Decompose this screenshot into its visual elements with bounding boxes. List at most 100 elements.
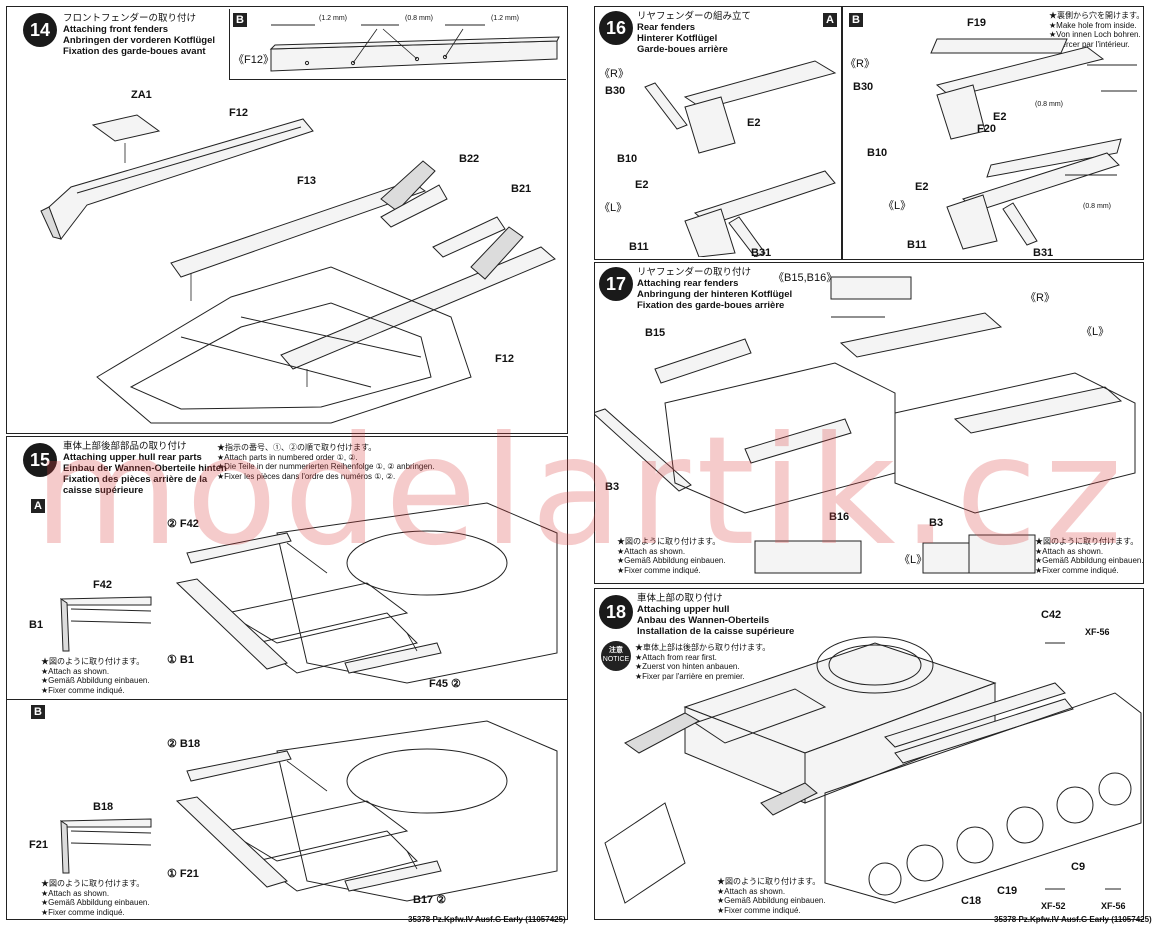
part-f42-top: ② F42: [167, 518, 199, 530]
part-b10: B10: [617, 153, 638, 165]
assembly-b-diagram: [175, 720, 558, 902]
part-b30: B30: [605, 85, 626, 97]
part-f12-top: F12: [229, 107, 248, 119]
hole-size-right: (1.2 mm): [491, 15, 519, 22]
title-en: Attaching upper hull: [637, 604, 730, 615]
subpanel-b-label: B: [233, 13, 247, 27]
front-fender-assembly-diagram: [40, 114, 556, 424]
paint-xf56-bottom: XF-56: [1101, 901, 1126, 911]
part-e2-l: E2: [915, 181, 929, 193]
rear-fender-a-diagram: [644, 60, 837, 257]
drill-note: ★裏側から穴を開けます。 ★Make hole from inside. ★Vo…: [1049, 11, 1144, 49]
subpanel-a-label: A: [823, 13, 837, 27]
part-c18: C18: [961, 895, 982, 907]
label-r: 《R》: [845, 58, 875, 70]
attach-jp: ★図のように取り付けます。: [41, 657, 145, 666]
part-za1: ZA1: [131, 89, 152, 101]
order-fr: ★Fixer les pièces dans l'ordre des numér…: [217, 471, 396, 481]
label-r: 《R》: [1025, 292, 1055, 304]
title-fr: Fixation des pièces arrière de la: [63, 474, 208, 485]
attach-fr: ★Fixer comme indiqué.: [41, 907, 125, 917]
attach-note-b: ★図のように取り付けます。 ★Attach as shown. ★Gemäß A…: [41, 879, 150, 917]
hole-size-l: (0.8 mm): [1083, 203, 1111, 210]
step-title: リヤフェンダーの組み立て Rear fenders Hinterer Kotfl…: [637, 11, 751, 55]
step-17-panel: 17 リヤフェンダーの取り付け Attaching rear fenders A…: [594, 262, 1144, 584]
part-b31: B31: [751, 247, 772, 259]
ref-label: 《B15,B16》: [773, 272, 838, 284]
label-r: 《R》: [599, 68, 629, 80]
attach-de: ★Gemäß Abbildung einbauen.: [617, 556, 726, 565]
title-en: Rear fenders: [637, 22, 696, 33]
attach-jp: ★図のように取り付けます。: [717, 877, 821, 886]
drill-en: ★Make hole from inside.: [1049, 20, 1137, 30]
attach-note-left: ★図のように取り付けます。 ★Attach as shown. ★Gemäß A…: [617, 537, 726, 575]
rear-fr: ★Fixer par l'arrière en premier.: [635, 671, 745, 681]
part-b3: B3: [605, 481, 620, 493]
title-fr: Garde-boues arrière: [637, 44, 728, 55]
inset-part-b18: B18: [93, 801, 114, 813]
attach-note-right: ★図のように取り付けます。 ★Attach as shown. ★Gemäß A…: [1035, 537, 1144, 575]
title-de: Anbringung der hinteren Kotflügel: [637, 289, 793, 300]
part-c9: C9: [1071, 861, 1086, 873]
attach-en: ★Attach as shown.: [41, 888, 110, 898]
order-note: ★指示の番号、①、②の順で取り付けます。 ★Attach parts in nu…: [217, 443, 434, 481]
notice-icon: 注意 NOTICE: [601, 641, 631, 671]
rear-jp: ★車体上部は後部から取り付けます。: [635, 643, 771, 652]
subpanel-b-label: B: [31, 705, 45, 719]
title-jp: リヤフェンダーの組み立て: [637, 11, 752, 22]
f12-drill-diagram: [269, 24, 560, 72]
attach-en: ★Attach as shown.: [41, 666, 110, 676]
footer-left: 35378 Pz.Kpfw.IV Ausf.G Early (11057425): [408, 915, 566, 924]
attach-de: ★Gemäß Abbildung einbauen.: [717, 896, 826, 905]
part-b18-top: ② B18: [167, 738, 201, 750]
attach-jp: ★図のように取り付けます。: [41, 879, 145, 888]
f12-detail-label: 《F12》: [233, 54, 274, 66]
step-18-panel: 18 車体上部の取り付け Attaching upper hull Anbau …: [594, 588, 1144, 920]
attach-en: ★Attach as shown.: [617, 546, 686, 556]
part-b10: B10: [867, 147, 888, 159]
step-number: 16: [599, 11, 633, 45]
rear-fender-attach-diagram: [595, 276, 1136, 574]
attach-note: ★図のように取り付けます。 ★Attach as shown. ★Gemäß A…: [717, 877, 826, 915]
step-number: 14: [23, 13, 57, 47]
part-e2-l: E2: [635, 179, 649, 191]
rear-fender-b-diagram: [930, 38, 1137, 250]
part-c19: C19: [997, 885, 1018, 897]
attach-fr: ★Fixer comme indiqué.: [717, 905, 801, 915]
attach-de: ★Gemäß Abbildung einbauen.: [1035, 556, 1144, 565]
part-b11: B11: [629, 241, 649, 253]
hole-size-mid: (0.8 mm): [405, 15, 433, 22]
upper-hull-attach-diagram: [604, 636, 1142, 904]
drill-de: ★Von innen Loch bohren.: [1049, 30, 1141, 39]
step-number: 15: [23, 443, 57, 477]
title-de: Anbringen der vorderen Kotflügel: [63, 35, 216, 46]
title-de: Einbau der Wannen-Oberteile hinten: [63, 463, 227, 474]
footer-right: 35378 Pz.Kpfw.IV Ausf.G Early (11057425): [994, 915, 1152, 924]
part-e2-r: E2: [993, 111, 1007, 123]
part-f21: ① F21: [167, 868, 199, 880]
part-b3-inset: B3: [929, 517, 944, 529]
attach-jp: ★図のように取り付けます。: [617, 537, 721, 546]
subpanel-b: [229, 9, 566, 80]
subpanel-b-label: B: [849, 13, 863, 27]
step-title: リヤフェンダーの取り付け Attaching rear fenders Anbr…: [637, 267, 792, 311]
step-title: 車体上部の取り付け Attaching upper hull Anbau des…: [637, 593, 794, 637]
inset-a-diagram: [60, 596, 152, 652]
label-l: 《L》: [1081, 326, 1110, 338]
part-f45: F45 ②: [429, 678, 461, 690]
order-de: ★Die Teile in der nummerierten Reihenfol…: [217, 462, 435, 471]
notice-en: NOTICE: [602, 656, 630, 663]
rear-de: ★Zuerst von hinten anbauen.: [635, 662, 740, 671]
order-jp: ★指示の番号、①、②の順で取り付けます。: [217, 443, 377, 452]
attach-en: ★Attach as shown.: [1035, 546, 1104, 556]
label-l-inset: 《L》: [899, 554, 928, 566]
part-f19: F19: [967, 17, 986, 29]
hole-size-r: (0.8 mm): [1035, 101, 1063, 108]
drill-jp: ★裏側から穴を開けます。: [1049, 11, 1145, 20]
title-jp: リヤフェンダーの取り付け: [637, 267, 752, 278]
title-fr: Fixation des garde-boues arrière: [637, 300, 785, 311]
part-b16: B16: [829, 511, 850, 523]
title-de: Hinterer Kotflügel: [637, 33, 718, 44]
step-16b-panel: B ★裏側から穴を開けます。 ★Make hole from inside. ★…: [842, 6, 1144, 260]
paint-xf56-top: XF-56: [1085, 627, 1110, 637]
